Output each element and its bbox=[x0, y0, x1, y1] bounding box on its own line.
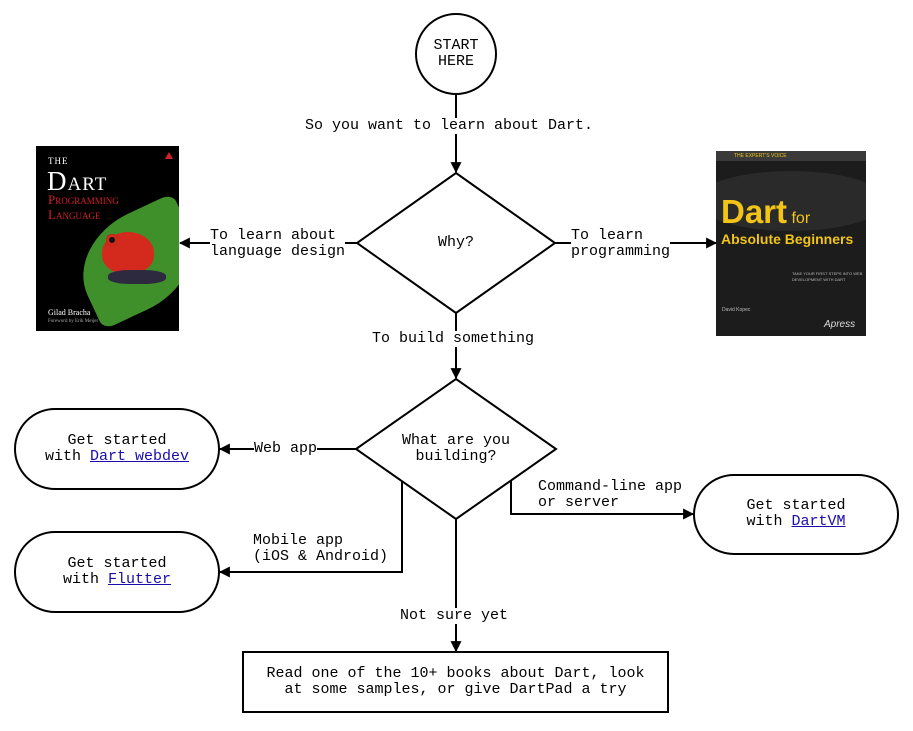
edge-label-intro: So you want to learn about Dart. bbox=[305, 117, 594, 134]
book-right-title-for: for bbox=[791, 210, 811, 227]
frog-eye-icon bbox=[106, 234, 118, 246]
frog-legs-illustration bbox=[108, 270, 166, 284]
book-left-title-big: Dart bbox=[47, 166, 108, 196]
why-decision-label: Why? bbox=[437, 234, 474, 251]
book-right-blurb1: TAKE YOUR FIRST STEPS INTO WEB bbox=[792, 271, 863, 276]
edge-what-to-flutter bbox=[218, 481, 403, 578]
book-left-publisher-icon bbox=[165, 152, 173, 159]
dart-for-absolute-beginners-book-cover[interactable]: THE EXPERT'S VOICE Dart for Absolute Beg… bbox=[716, 151, 866, 336]
book-right-stripe bbox=[716, 151, 866, 161]
what-decision-label-line2: building? bbox=[415, 448, 497, 465]
dart-programming-language-book-cover[interactable]: The Dart Programming Language Gilad Brac… bbox=[36, 146, 179, 331]
edge-label-language-design-line1: To learn about bbox=[210, 227, 337, 244]
dart-webdev-link[interactable]: Dart webdev bbox=[89, 448, 190, 465]
dartvm-terminal-line2: with DartVM bbox=[694, 514, 898, 530]
edge-label-programming-line1: To learn bbox=[571, 227, 644, 244]
start-label-line1: START bbox=[433, 37, 479, 54]
webdev-terminal-line2: with Dart webdev bbox=[15, 449, 219, 465]
flutter-with-text: with bbox=[62, 571, 108, 588]
books-box-line2: at some samples, or give DartPad a try bbox=[284, 681, 627, 698]
dartvm-terminal-line1: Get started bbox=[746, 497, 846, 514]
book-left-subtitle2: Language bbox=[48, 207, 101, 222]
flutter-terminal-line1: Get started bbox=[67, 555, 167, 572]
dartvm-link[interactable]: DartVM bbox=[791, 513, 846, 530]
book-left-foreword: Foreword by Erik Meijer bbox=[48, 319, 99, 324]
edge-label-programming: To learn programming bbox=[571, 227, 671, 260]
book-right-blurb2: DEVELOPMENT WITH DART bbox=[792, 277, 846, 282]
books-box-line1: Read one of the 10+ books about Dart, lo… bbox=[266, 665, 645, 682]
edge-label-programming-line2: programming bbox=[571, 243, 671, 260]
webdev-with-text: with bbox=[44, 448, 90, 465]
start-label: START HERE bbox=[416, 38, 496, 70]
webdev-terminal-line1: Get started bbox=[67, 432, 167, 449]
what-decision-label-line1: What are you bbox=[401, 432, 511, 449]
dartvm-with-text: with bbox=[746, 513, 792, 530]
start-label-line2: HERE bbox=[437, 53, 474, 70]
book-right-title2: Absolute Beginners bbox=[721, 231, 854, 247]
book-left-subtitle1: Programming bbox=[48, 192, 119, 207]
edge-label-not-sure: Not sure yet bbox=[400, 607, 509, 624]
edge-label-web-app: Web app bbox=[254, 440, 318, 457]
dartvm-terminal-label: Get started with DartVM bbox=[694, 498, 898, 530]
book-right-author: David Kopec bbox=[722, 307, 751, 313]
book-right-series: THE EXPERT'S VOICE bbox=[734, 153, 787, 159]
edge-label-mobile-app-line2: (iOS & Android) bbox=[253, 548, 389, 565]
flutter-terminal-label: Get started with Flutter bbox=[15, 556, 219, 588]
edge-label-cli-line2: or server bbox=[538, 494, 620, 511]
book-right-swoosh bbox=[716, 171, 866, 231]
books-box-label: Read one of the 10+ books about Dart, lo… bbox=[243, 666, 668, 698]
book-right-title-dart: Dart bbox=[721, 193, 788, 230]
what-decision-label: What are you building? bbox=[376, 433, 536, 465]
book-right-publisher: Apress bbox=[824, 319, 856, 330]
edge-label-language-design-line2: language design bbox=[210, 243, 346, 260]
flutter-terminal-line2: with Flutter bbox=[15, 572, 219, 588]
edge-label-cli: Command-line app or server bbox=[538, 479, 682, 511]
webdev-terminal-label: Get started with Dart webdev bbox=[15, 433, 219, 465]
edge-label-build: To build something bbox=[372, 330, 535, 347]
book-left-author: Gilad Bracha bbox=[48, 308, 91, 317]
book-right-title1: Dart for bbox=[721, 193, 810, 231]
books-box bbox=[242, 651, 669, 713]
flutter-link[interactable]: Flutter bbox=[108, 571, 172, 588]
edge-label-mobile-app-line1: Mobile app bbox=[253, 532, 344, 549]
edge-label-cli-line1: Command-line app bbox=[538, 478, 683, 495]
edge-label-language-design: To learn about language design bbox=[210, 227, 346, 260]
edge-label-mobile-app: Mobile app (iOS & Android) bbox=[253, 533, 388, 565]
edge-what-to-dartvm bbox=[510, 481, 695, 520]
book-left-title-small: The bbox=[48, 156, 69, 166]
